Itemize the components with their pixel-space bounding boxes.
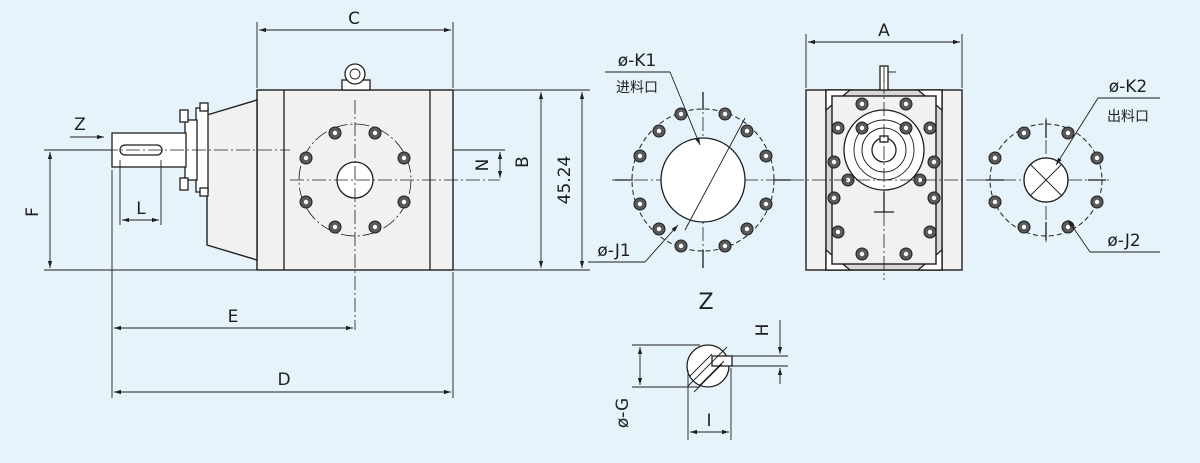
label-l: L <box>136 199 146 219</box>
label-z-arrow: Z <box>74 115 86 135</box>
side-view: A <box>790 21 980 280</box>
label-n: N <box>473 159 493 172</box>
inlet-note: 进料口 <box>616 80 658 96</box>
label-z-view: Z <box>698 290 713 315</box>
inlet-flange-pattern: ø-K1 进料口 ø-J1 <box>588 51 791 268</box>
label-c: C <box>348 9 360 29</box>
inlet-bolts <box>633 107 773 253</box>
label-i: I <box>706 411 711 431</box>
label-a: A <box>878 21 890 41</box>
drive-flange <box>179 99 258 261</box>
front-bolts <box>299 126 411 234</box>
label-e: E <box>228 307 239 327</box>
label-j2: ø-J2 <box>1107 231 1140 251</box>
label-k2: ø-K2 <box>1109 77 1148 97</box>
label-h: H <box>753 324 773 337</box>
label-d: D <box>277 370 290 390</box>
label-j1: ø-J1 <box>597 241 630 261</box>
outlet-flange-pattern: ø-K2 出料口 ø-J2 <box>980 77 1160 253</box>
label-b: B <box>513 156 533 168</box>
outlet-note: 出料口 <box>1107 109 1149 125</box>
front-dimensions: C N B 45.24 F L E D Z <box>23 9 590 398</box>
detail-z: Z ø-G H I <box>613 290 788 440</box>
label-g: ø-G <box>613 398 633 428</box>
side-bolts <box>827 97 941 261</box>
label-45-24: 45.24 <box>555 156 575 205</box>
label-k1: ø-K1 <box>618 51 657 71</box>
front-view <box>60 63 500 330</box>
label-f: F <box>23 207 43 217</box>
lifting-eye <box>341 63 371 91</box>
